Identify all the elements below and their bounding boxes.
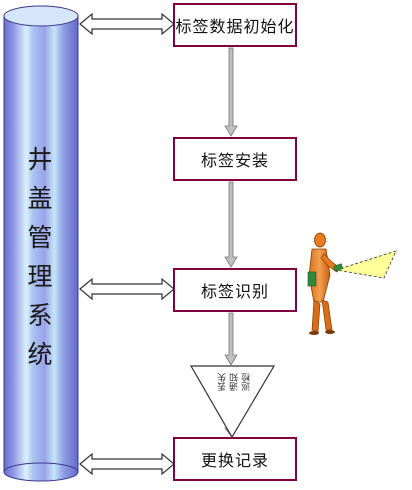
system-title-char: 井 <box>27 145 53 174</box>
decision-line-1: 丢失 <box>218 373 228 391</box>
double-arrow-identify <box>79 277 175 301</box>
flow-arrow-1 <box>224 47 238 137</box>
system-cylinder <box>3 5 79 482</box>
decision-line-2: 通知 <box>230 373 240 391</box>
decision-triangle <box>189 365 276 439</box>
system-title: 井盖管理系统 <box>22 140 58 374</box>
step-tag-install: 标签安装 <box>173 137 297 181</box>
system-title-char: 盖 <box>27 184 53 213</box>
decision-line-3: 巡检 <box>242 373 252 391</box>
step-tag-identify: 标签识别 <box>173 268 297 312</box>
system-title-char: 系 <box>27 301 53 330</box>
step-change-record: 更换记录 <box>173 437 297 481</box>
decision-label: 丢失 通知 巡检 <box>218 373 252 391</box>
system-title-char: 理 <box>27 262 53 291</box>
system-title-char: 统 <box>27 340 53 369</box>
double-arrow-record <box>79 452 175 476</box>
flow-arrow-2 <box>224 181 238 268</box>
person-scanner-icon <box>307 232 397 335</box>
flow-arrow-3 <box>224 312 238 366</box>
system-title-char: 管 <box>27 223 53 252</box>
step-tag-data-init: 标签数据初始化 <box>173 3 297 47</box>
double-arrow-init <box>79 12 175 36</box>
